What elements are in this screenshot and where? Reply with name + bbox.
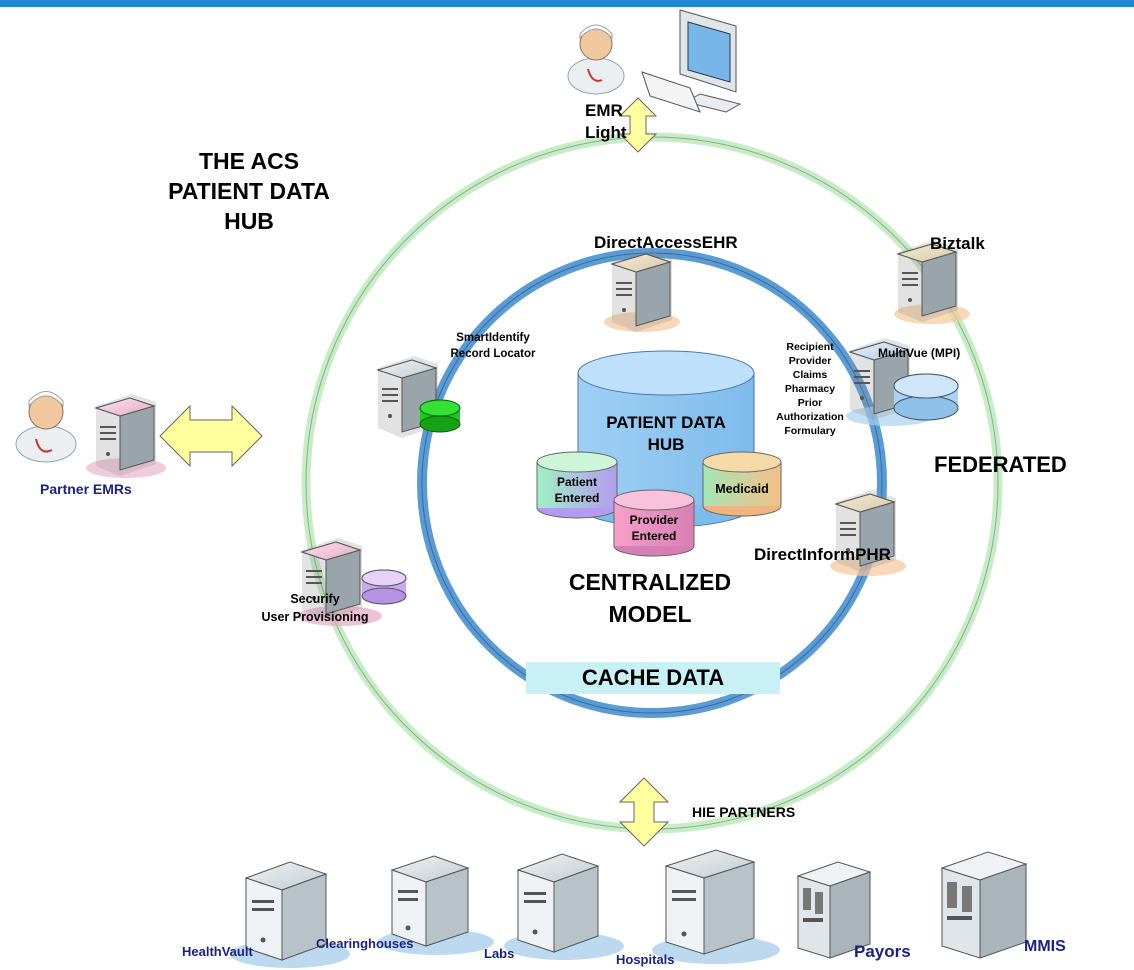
smartidentify-server-icon xyxy=(376,355,461,439)
provider-entered-line-2: Entered xyxy=(631,529,677,543)
partner-emrs-label: Partner EMRs xyxy=(40,481,132,497)
securify-line-2: User Provisioning xyxy=(261,610,369,624)
partner-emrs-arrow xyxy=(159,404,263,468)
top-accent-bar xyxy=(0,0,1134,7)
title-line-3: HUB xyxy=(224,208,274,234)
cache-data-band xyxy=(526,662,780,694)
multivue-list-item: Pharmacy xyxy=(784,383,836,395)
cache-data-label: CACHE DATA xyxy=(581,665,725,690)
patient-entered-cylinder xyxy=(536,451,618,519)
directinform-server-icon xyxy=(830,489,906,576)
hub-label-line-2: HUB xyxy=(647,435,685,454)
directinform-label: DirectInformPHR xyxy=(754,545,891,564)
model-line-1: CENTRALIZED xyxy=(568,569,732,595)
multivue-list-item: Formulary xyxy=(784,425,836,437)
securify-line-1: Securify xyxy=(290,592,340,606)
provider-entered-line-1: Provider xyxy=(629,513,679,527)
hospitals-server-icon xyxy=(652,849,780,964)
patient-entered-line-2: Entered xyxy=(554,491,600,505)
multivue-list-item: Provider xyxy=(788,355,832,367)
partner-label-healthvault: HealthVault xyxy=(182,944,253,959)
biztalk-server-icon xyxy=(894,239,970,324)
securify-server-icon xyxy=(298,537,407,626)
partner-label-hospitals: Hospitals xyxy=(616,952,675,967)
doctor-icon xyxy=(567,24,625,95)
emr-light-line-1: EMR xyxy=(585,101,623,120)
mmis-server-icon xyxy=(940,851,1028,959)
partner-server-icon xyxy=(86,393,166,478)
partner-label-payors: Payors xyxy=(854,942,911,961)
medicaid-cylinder xyxy=(702,451,782,517)
securify-label: Securify User Provisioning xyxy=(200,590,430,626)
federated-label: FEDERATED xyxy=(934,452,1067,477)
payors-server-icon xyxy=(796,861,872,959)
smartidentify-line-1: SmartIdentify xyxy=(456,332,530,344)
computer-icon xyxy=(641,9,742,113)
provider-entered-cylinder xyxy=(613,489,695,557)
emr-light-label: EMR Light xyxy=(585,100,627,144)
smartidentify-line-2: Record Locator xyxy=(450,348,536,360)
multivue-list-item: Prior xyxy=(797,397,823,409)
hub-label: PATIENT DATA HUB xyxy=(578,412,754,456)
biztalk-label: Biztalk xyxy=(930,234,985,253)
multivue-list-item: Recipient xyxy=(786,341,834,353)
healthvault-server-icon xyxy=(230,861,350,968)
partner-label-labs: Labs xyxy=(484,946,515,961)
patient-entered-label: Patient Entered xyxy=(537,474,617,506)
partner-label-mmis: MMIS xyxy=(1024,938,1066,955)
model-line-2: MODEL xyxy=(608,601,692,627)
clearinghouses-server-icon xyxy=(378,855,494,955)
multivue-list-item: Authorization xyxy=(776,411,844,423)
hie-partners-label: HIE PARTNERS xyxy=(692,804,796,820)
provider-entered-label: Provider Entered xyxy=(614,512,694,544)
title-line-2: PATIENT DATA xyxy=(168,178,330,204)
directaccess-server-icon xyxy=(604,249,680,333)
emr-light-arrow xyxy=(618,97,658,153)
partner-label-clearinghouses: Clearinghouses xyxy=(316,936,414,951)
multivue-label: MultiVue (MPI) xyxy=(878,346,961,360)
centralized-model-label: CENTRALIZED MODEL xyxy=(520,566,780,630)
title-line-1: THE ACS xyxy=(198,148,300,174)
partner-doctor-icon xyxy=(15,391,77,463)
multivue-list-item: Claims xyxy=(792,369,828,381)
smartidentify-label: SmartIdentify Record Locator xyxy=(418,330,568,362)
patient-entered-line-1: Patient xyxy=(556,475,597,489)
diagram-title: THE ACS PATIENT DATA HUB xyxy=(108,146,390,236)
emr-light-line-2: Light xyxy=(585,123,627,142)
directaccess-label: DirectAccessEHR xyxy=(594,233,738,252)
medicaid-label: Medicaid xyxy=(715,482,769,496)
hub-label-line-1: PATIENT DATA xyxy=(606,413,726,432)
multivue-record-list: Recipient Provider Claims Pharmacy Prior… xyxy=(770,340,850,438)
labs-server-icon xyxy=(504,853,624,960)
hie-partners-arrow xyxy=(618,777,670,847)
multivue-server-icon xyxy=(846,337,959,426)
